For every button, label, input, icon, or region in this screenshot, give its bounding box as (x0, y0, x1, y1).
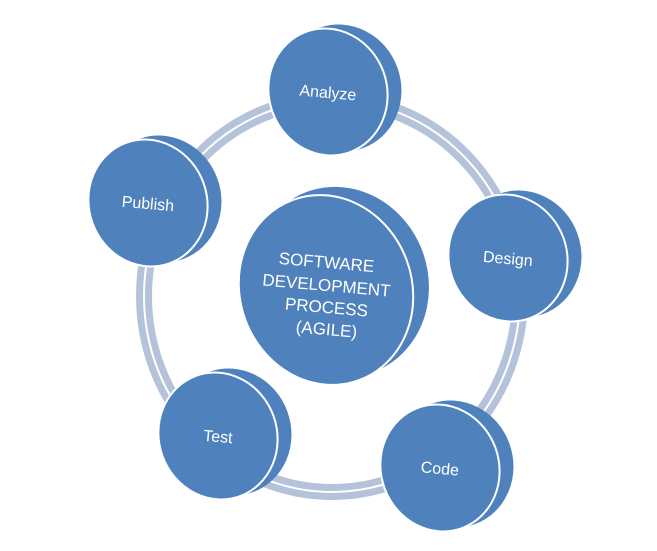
stage-node-face (267, 27, 389, 157)
stage-node-face (157, 371, 279, 501)
stage-node-design: Design (447, 190, 582, 323)
stage-node-test: Test (157, 368, 292, 501)
stage-node-code: Code (379, 400, 514, 533)
stage-label: Test (203, 428, 234, 448)
stage-node-analyze: Analyze (267, 24, 402, 157)
stage-node-face (87, 138, 209, 268)
stage-node-publish: Publish (87, 135, 222, 268)
stage-label: Analyze (299, 83, 357, 105)
stage-node-face (447, 193, 569, 323)
center-node-face (237, 194, 415, 386)
center-node: SOFTWARE DEVELOPMENT PROCESS (AGILE) (237, 186, 429, 386)
stage-node-face (379, 403, 501, 533)
stage-label: Publish (121, 194, 175, 216)
stage-label: Design (482, 249, 533, 270)
stage-label: Code (420, 459, 460, 479)
